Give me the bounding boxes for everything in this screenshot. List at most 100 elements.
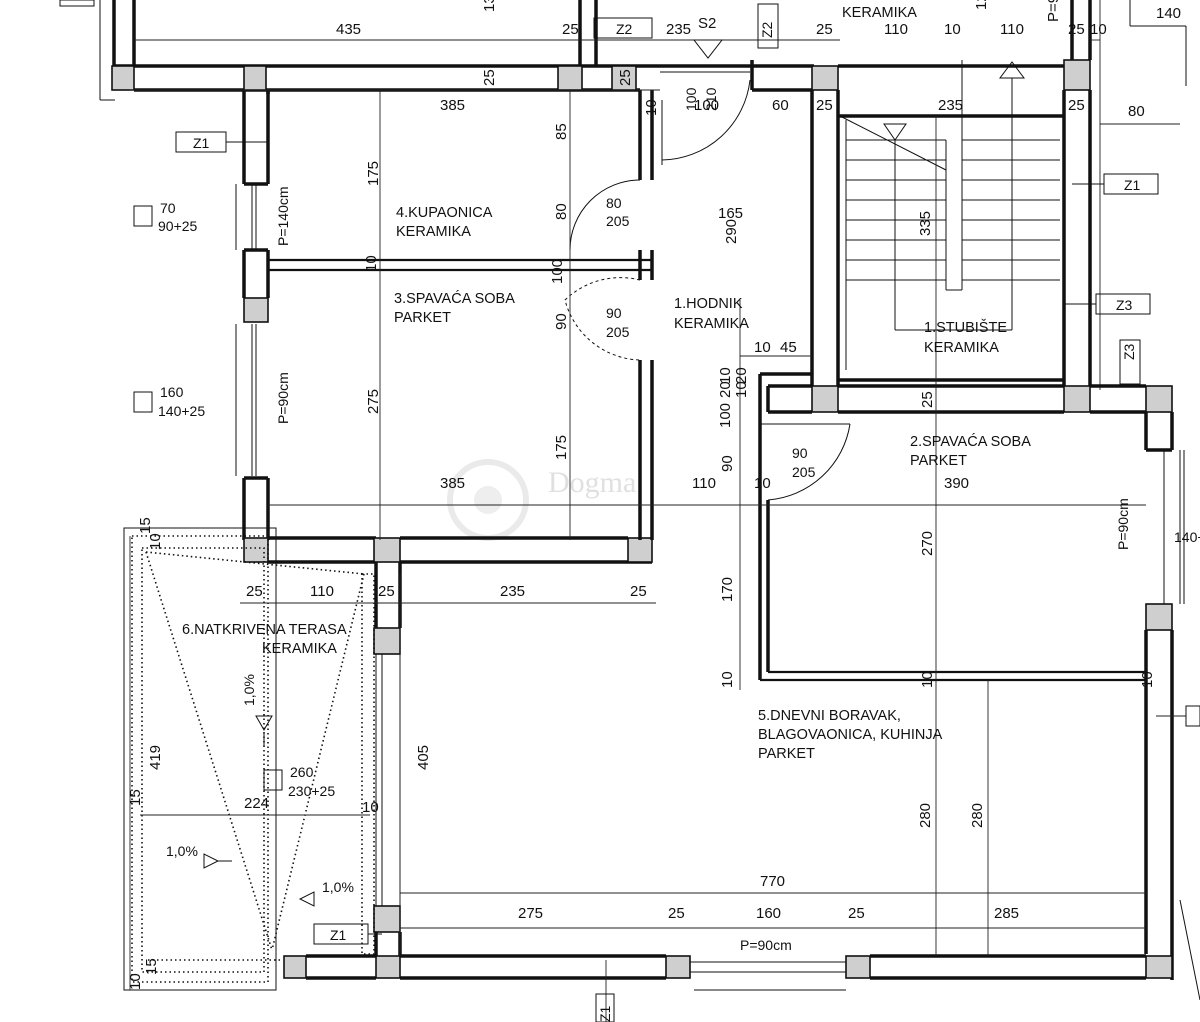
door2-width: 90 (606, 305, 622, 321)
dim-top-0: 435 (336, 21, 361, 38)
dim-bed3-0: 10 (363, 255, 380, 272)
room-floor-bedroom3: PARKET (394, 310, 451, 326)
dim-terrace-3: 10 (362, 799, 379, 816)
door3-width: 90 (792, 445, 808, 461)
dim-living-0: 280 (917, 803, 934, 828)
dim-living-7: 285 (994, 905, 1019, 922)
top-strip (59, 0, 1187, 390)
room-name-terrace: 6.NATKRIVENA TERASA (182, 622, 347, 638)
dim-row2-4: 25 (816, 97, 833, 114)
window5-parapet: P=90cm (1115, 498, 1131, 550)
dim-top-8: 25 (1068, 21, 1085, 38)
dim-hall-8: 170 (719, 577, 736, 602)
tag-z1-a: Z1 (193, 135, 210, 151)
dim-bed2-0: 270 (919, 531, 936, 556)
dim-bed3-2: 90 (553, 313, 570, 330)
dim-top-7: 110 (1000, 21, 1024, 38)
room-name-living-line2: BLAGOVAONICA, KUHINJA (758, 727, 943, 743)
window3-height: 230+25 (288, 783, 335, 799)
bedroom2-walls (758, 412, 1185, 980)
tag-boxes (133, 131, 1200, 1022)
dim-mid-2: 25 (378, 583, 395, 600)
room-floor-top: KERAMIKA (842, 5, 917, 21)
dimension-lines (129, 89, 1186, 1022)
tag-z2-a: Z2 (616, 21, 633, 37)
window1-parapet: P=140cm (275, 186, 291, 246)
dim-living-6: 25 (848, 905, 865, 922)
dim-bed3-4: 175 (553, 435, 570, 460)
dim-hall-3: 20 (717, 381, 734, 398)
door1-height: 205 (606, 213, 630, 229)
dim-living-2: 770 (760, 873, 785, 890)
dim-terrace-7: 10 (127, 973, 144, 990)
tag-z1-c: Z1 (330, 927, 347, 943)
door4-width: 100 (683, 87, 699, 111)
dim-top-9: 10 (1090, 21, 1107, 38)
dim-hall-7: 90 (719, 455, 736, 472)
dim-top-5: 110 (884, 21, 908, 38)
dim-top-1: 13 (481, 0, 498, 12)
dim-bed3-7: 10 (754, 475, 771, 492)
slope-label-1: 1,0% (241, 674, 257, 706)
window1-width: 70 (160, 200, 176, 216)
window2-height: 140+25 (158, 403, 205, 419)
tag-s2: S2 (698, 15, 716, 32)
dim-terrace-5: 10 (147, 533, 164, 550)
dim-row2-3: 60 (772, 97, 789, 114)
slope-markers: 1,0% 1,0% 1,0% (166, 674, 354, 907)
watermark-text: Dogma (548, 466, 636, 499)
dim-mid-4: 25 (630, 583, 647, 600)
door2-height: 205 (606, 324, 630, 340)
window5-width: 140+ (1174, 529, 1200, 545)
window1-height: 90+25 (158, 218, 198, 234)
terrace (123, 527, 375, 991)
window4-parapet: P=90cm (740, 937, 792, 953)
room-floor-stairs: KERAMIKA (924, 340, 999, 356)
room-name-hall: 1.HODNIK (674, 296, 743, 312)
dim-living-1: 280 (969, 803, 986, 828)
dim-top-4: 25 (816, 21, 833, 38)
dim-row2-6: 25 (1068, 97, 1085, 114)
dim-hall-4: 20 (733, 367, 750, 384)
dim-terrace-8: 15 (143, 958, 160, 975)
dim-bed3-1: 100 (549, 259, 566, 284)
dim-bath-5: 335 (917, 211, 934, 236)
tag-z3-b: Z3 (1121, 343, 1137, 360)
room-floor-bathroom: KERAMIKA (396, 224, 471, 240)
dim-living-5: 160 (756, 905, 781, 922)
window2-width: 160 (160, 384, 184, 400)
dim-hall-6: 100 (717, 403, 734, 428)
dim-mid-3: 235 (500, 583, 525, 600)
dim-bed3-6: 110 (692, 475, 716, 492)
tag-z1-d: Z1 (597, 1005, 613, 1022)
dim-top-10: 140 (1156, 5, 1181, 22)
dim-bath-0: 85 (553, 123, 570, 140)
dim-row2-5: 235 (938, 97, 963, 114)
dim-terrace-6: 15 (137, 517, 154, 534)
room-name-living: 5.DNEVNI BORAVAK, (758, 708, 901, 724)
dim-bed3-8: 390 (944, 475, 969, 492)
dim-top-3: 235 (666, 21, 691, 38)
dim-hall-10: 25 (919, 391, 936, 408)
dim-bath-1: 175 (365, 161, 382, 186)
tag-z2-b: Z2 (759, 21, 775, 38)
dim-bath-3: 290 (723, 219, 740, 244)
room-floor-bedroom2: PARKET (910, 453, 967, 469)
tag-labels: Z1 Z1 Z1 Z2 Z2 Z3 Z3 S2 Z1 (193, 15, 1141, 1022)
hall-stair-walls (758, 60, 1173, 501)
dim-terrace-4: 405 (415, 745, 432, 770)
room-name-bedroom2: 2.SPAVAĆA SOBA (910, 433, 1031, 450)
dim-bath-4: 165 (718, 205, 743, 222)
door3-height: 205 (792, 464, 816, 480)
watermark: Dogma (447, 459, 636, 541)
dim-top-6: 10 (944, 21, 961, 38)
tag-z3-a: Z3 (1116, 297, 1133, 313)
dim-hall-9: 10 (719, 671, 736, 688)
dim-terrace-0: 419 (147, 745, 164, 770)
dim-top-11: 12 (973, 0, 990, 10)
dim-row2-2: 25 (617, 69, 634, 86)
dim-row2-9: 100 (694, 97, 719, 114)
dim-bed3-3: 275 (365, 389, 382, 414)
living-walls (283, 562, 1200, 1001)
